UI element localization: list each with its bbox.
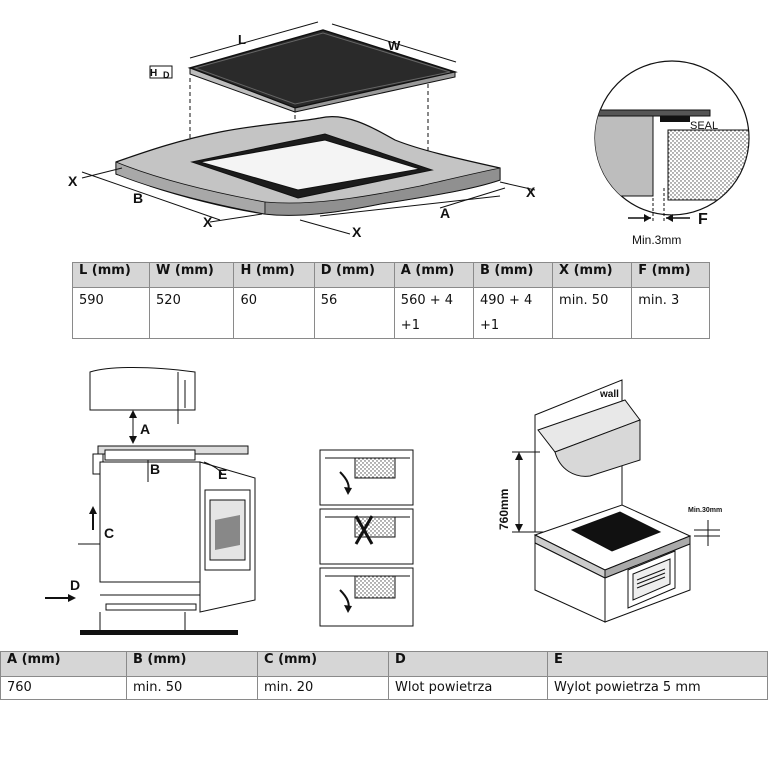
- dim-label-a: A: [440, 205, 450, 221]
- side-label-e: E: [218, 466, 227, 482]
- airflow-panel-correct-2: [319, 567, 414, 627]
- side-label-d: D: [70, 577, 80, 593]
- cell-d: 56: [313, 287, 395, 339]
- dimensions-table: L (mm) W (mm) H (mm) D (mm) A (mm) B (mm…: [71, 262, 710, 339]
- wall-label: wall: [599, 389, 619, 400]
- col-header: D (mm): [313, 262, 395, 288]
- airflow-panels: [319, 449, 414, 627]
- kitchen-hob: [570, 511, 662, 552]
- dim-label-x-left: X: [68, 173, 78, 189]
- kitchen-isometric-diagram: wall 760mm Min.30mm: [497, 379, 722, 623]
- side-label-a: A: [140, 421, 150, 437]
- dim-label-x-right: X: [526, 184, 536, 200]
- dim-label-l: L: [238, 32, 246, 47]
- dim-label-x-front: X: [352, 224, 362, 240]
- cell-l: 590: [71, 287, 151, 339]
- clearance-table: A (mm) B (mm) C (mm) D E 760 min. 50 min…: [0, 651, 768, 700]
- table-header-row: A (mm) B (mm) C (mm) D E: [0, 651, 768, 677]
- cell-w: 520: [149, 287, 235, 339]
- dim-label-b: B: [133, 190, 143, 206]
- cell-d: Wlot powietrza: [388, 676, 548, 700]
- hob-side-right: [294, 71, 456, 113]
- height-760-label: 760mm: [497, 489, 511, 530]
- col-header: D: [388, 651, 548, 677]
- min-gap-label: Min.3mm: [632, 233, 681, 247]
- col-header: E: [547, 651, 768, 677]
- cell-x: min. 50: [552, 287, 633, 339]
- dim-label-w: W: [388, 38, 401, 53]
- col-header: X (mm): [552, 262, 633, 288]
- airflow-panel-wrong: [319, 508, 414, 565]
- hob-top: [187, 29, 458, 109]
- cell-a: 560 + 4 +1: [393, 287, 475, 339]
- seal-detail-diagram: SEAL F Min.3mm: [594, 60, 750, 247]
- cell-a: 760: [0, 676, 127, 700]
- dim-label-h: H: [150, 68, 157, 79]
- col-header: W (mm): [149, 262, 235, 288]
- cell-b: 490 + 4 +1: [472, 287, 554, 339]
- hob-installation-diagram: L W H D X B X X A X: [68, 21, 536, 240]
- dim-label-x-bottom: X: [203, 214, 213, 230]
- col-header: L (mm): [71, 262, 151, 288]
- col-header: B (mm): [126, 651, 258, 677]
- min-30mm-label: Min.30mm: [688, 507, 722, 514]
- f-label: F: [698, 211, 708, 228]
- col-header: F (mm): [631, 262, 710, 288]
- dim-label-d: D: [163, 70, 170, 80]
- side-section-diagram: A B E C D: [45, 367, 256, 635]
- cell-f: min. 3: [631, 287, 710, 339]
- airflow-panel-correct-1: [319, 449, 414, 506]
- cell-b: min. 50: [126, 676, 258, 700]
- table-header-row: L (mm) W (mm) H (mm) D (mm) A (mm) B (mm…: [71, 262, 710, 288]
- cell-h: 60: [233, 287, 315, 339]
- seal-label: SEAL: [690, 120, 718, 132]
- cell-e: Wylot powietrza 5 mm: [547, 676, 768, 700]
- col-header: B (mm): [472, 262, 554, 288]
- table-row: 590 520 60 56 560 + 4 +1 490 + 4 +1 min.…: [71, 287, 710, 339]
- side-label-c: C: [104, 525, 114, 541]
- col-header: C (mm): [257, 651, 389, 677]
- col-header: A (mm): [0, 651, 127, 677]
- cell-c: min. 20: [257, 676, 389, 700]
- table-row: 760 min. 50 min. 20 Wlot powietrza Wylot…: [0, 676, 768, 700]
- side-label-b: B: [150, 461, 160, 477]
- col-header: H (mm): [233, 262, 315, 288]
- col-header: A (mm): [393, 262, 475, 288]
